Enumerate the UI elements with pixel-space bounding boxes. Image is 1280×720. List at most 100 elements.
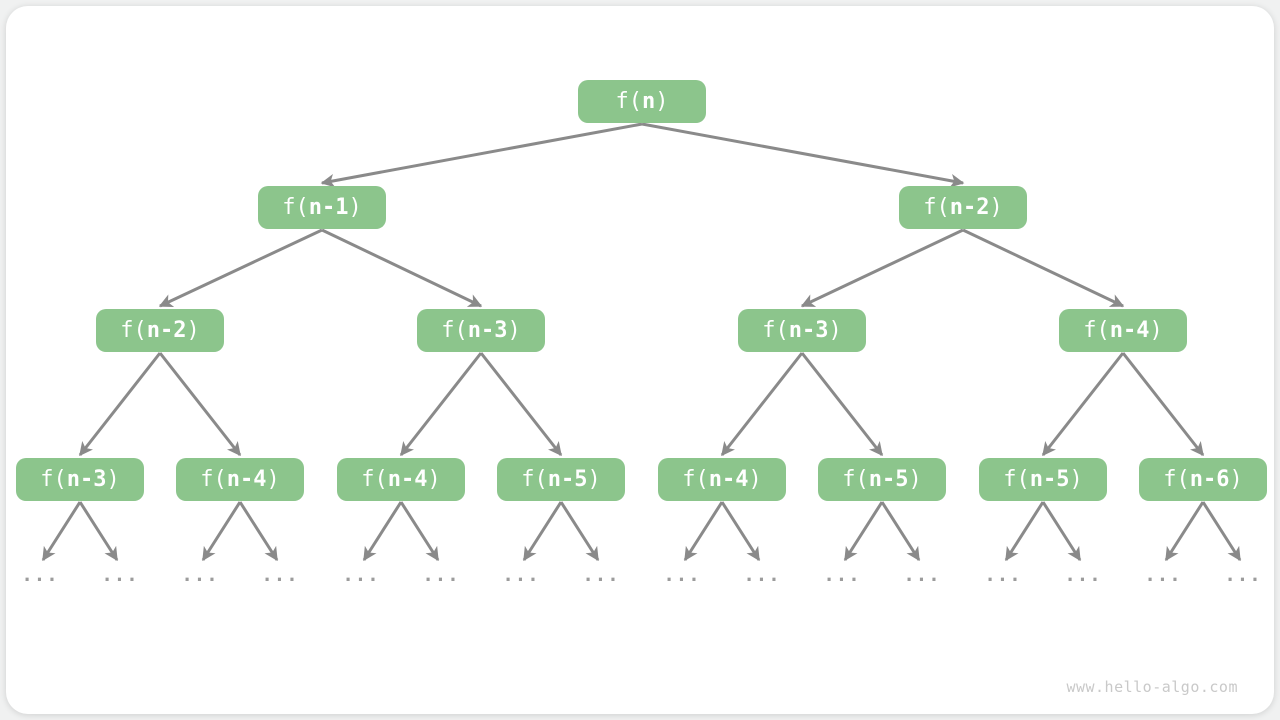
node-label-suffix: ) [1229,467,1243,492]
node-label-prefix: f( [361,467,388,492]
edge-line [399,352,483,457]
ellipsis-leaf: ... [823,564,861,586]
tree-node-l3-f-n-4: f(n-4) [1059,309,1187,352]
tree-node-l4-f-n-4: f(n-4) [337,458,465,501]
node-label-arg: n-1 [308,195,349,220]
tree-node-l4-f-n-4: f(n-4) [658,458,786,501]
edge-line [800,352,884,457]
edge-line [800,228,964,308]
ellipsis-leaf: ... [1224,564,1262,586]
ellipsis-leaf: ... [663,564,701,586]
node-label-arg: n-4 [387,467,428,492]
node-label-arg: n-6 [1189,467,1230,492]
edge-line [41,501,82,562]
node-label-prefix: f( [40,467,67,492]
ellipsis-leaf: ... [582,564,620,586]
edge-line [78,352,162,457]
tree-node-l4-f-n-6: f(n-6) [1139,458,1267,501]
node-label-arg: n-3 [66,467,107,492]
node-label-prefix: f( [120,318,147,343]
node-label-arg: n-5 [547,467,588,492]
node-label-arg: n-3 [788,318,829,343]
node-label-prefix: f( [762,318,789,343]
edge-line [522,501,563,562]
node-label-suffix: ) [908,467,922,492]
edge-line [720,501,761,562]
node-label-arg: n-5 [868,467,909,492]
node-label-prefix: f( [682,467,709,492]
node-label-arg: n-4 [226,467,267,492]
tree-node-l4-f-n-3: f(n-3) [16,458,144,501]
edge-line [1164,501,1205,562]
tree-node-l3-f-n-2: f(n-2) [96,309,224,352]
ellipsis-leaf: ... [101,564,139,586]
edge-line [320,122,643,188]
ellipsis-leaf: ... [21,564,59,586]
edge-line [962,228,1125,308]
node-label-suffix: ) [427,467,441,492]
ellipsis-leaf: ... [502,564,540,586]
node-label-suffix: ) [348,195,362,220]
edge-line [843,501,884,562]
node-label-prefix: f( [441,318,468,343]
edge-line [683,501,724,562]
edge-line [399,501,440,562]
node-label-suffix: ) [106,467,120,492]
edge-line [559,501,600,562]
node-label-prefix: f( [1083,318,1110,343]
edge-line [1004,501,1045,562]
edge-line [158,352,242,457]
edge-line [238,501,279,562]
node-label-arg: n-2 [146,318,187,343]
node-label-suffix: ) [587,467,601,492]
node-label-prefix: f( [521,467,548,492]
node-label-arg: n-5 [1029,467,1070,492]
tree-node-l4-f-n-5: f(n-5) [818,458,946,501]
node-label-suffix: ) [748,467,762,492]
ellipsis-leaf: ... [422,564,460,586]
tree-node-f-n-1: f(n-1) [258,186,386,229]
tree-node-l4-f-n-5: f(n-5) [497,458,625,501]
edge-line [362,501,403,562]
edge-line [321,228,483,308]
tree-node-root-f-n: f(n) [578,80,706,123]
edge-line [720,352,804,457]
edge-line [1041,352,1125,457]
edge-line [1201,501,1242,562]
tree-node-l3-f-n-3: f(n-3) [738,309,866,352]
edge-line [641,122,965,188]
ellipsis-leaf: ... [743,564,781,586]
ellipsis-leaf: ... [342,564,380,586]
edge-line [880,501,921,562]
ellipsis-leaf: ... [1144,564,1182,586]
node-label-arg: n-3 [467,318,508,343]
ellipsis-leaf: ... [1064,564,1102,586]
node-label-prefix: f( [200,467,227,492]
node-label-prefix: f( [615,89,643,114]
ellipsis-leaf: ... [261,564,299,586]
edge-line [479,352,563,457]
node-label-suffix: ) [186,318,200,343]
ellipsis-leaf: ... [181,564,219,586]
node-label-prefix: f( [923,195,950,220]
tree-node-l4-f-n-5: f(n-5) [979,458,1107,501]
ellipsis-leaf: ... [903,564,941,586]
node-label-suffix: ) [989,195,1003,220]
edge-line [201,501,242,562]
node-label-suffix: ) [655,89,669,114]
node-label-suffix: ) [828,318,842,343]
node-label-arg: n-4 [708,467,749,492]
edge-line [158,228,323,308]
node-label-suffix: ) [507,318,521,343]
node-label-prefix: f( [1003,467,1030,492]
node-label-arg: n [642,89,656,114]
edge-line [78,501,119,562]
node-label-prefix: f( [1163,467,1190,492]
node-label-suffix: ) [1149,318,1163,343]
node-label-suffix: ) [1069,467,1083,492]
node-label-arg: n-2 [949,195,990,220]
node-label-prefix: f( [842,467,869,492]
node-label-prefix: f( [282,195,309,220]
node-label-arg: n-4 [1109,318,1150,343]
